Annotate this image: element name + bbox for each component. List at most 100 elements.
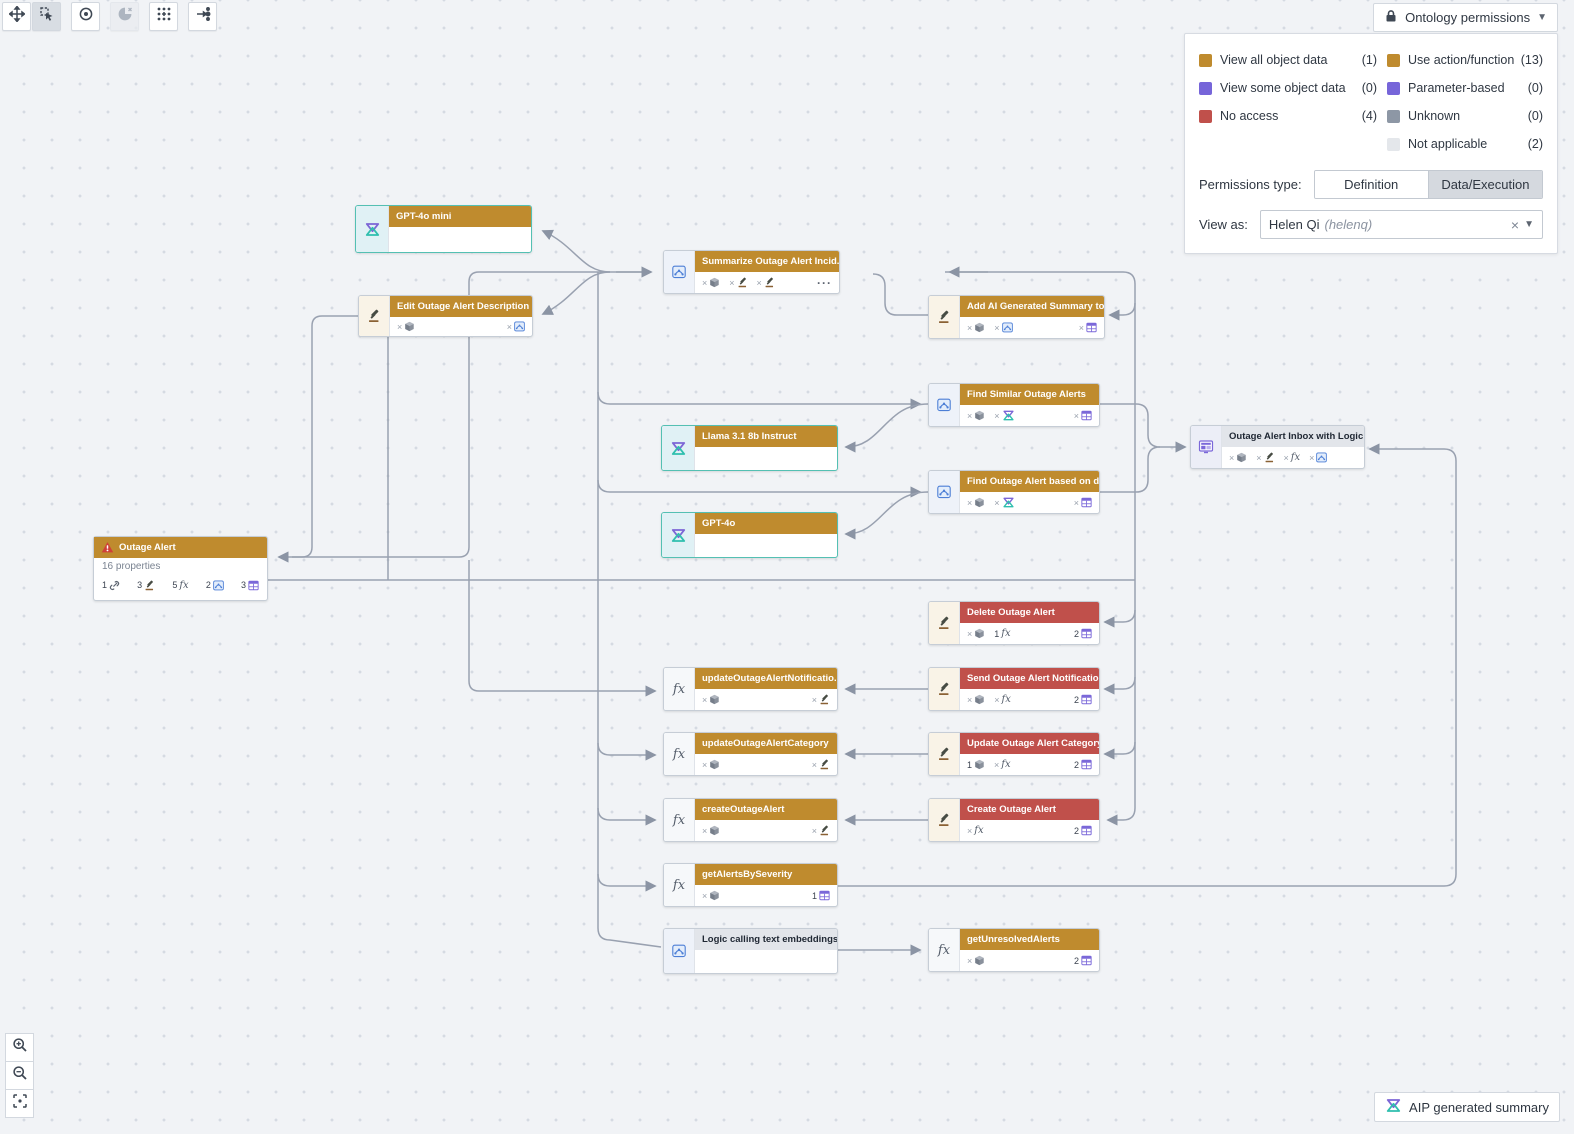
badge-cube[interactable]: × bbox=[967, 955, 985, 966]
gavel-icon bbox=[929, 296, 960, 338]
node-logicembed[interactable]: Logic calling text embeddings bbox=[663, 928, 838, 974]
badge-gavel[interactable]: × bbox=[1256, 452, 1274, 463]
pie-clear-icon bbox=[117, 6, 133, 27]
target-icon bbox=[78, 6, 94, 27]
badge-fx[interactable]: ×fx bbox=[994, 759, 1011, 770]
badge-gavel[interactable]: 3 bbox=[137, 580, 155, 591]
node-subtitle: 16 properties bbox=[102, 561, 161, 572]
badge-link[interactable]: 1 bbox=[102, 580, 120, 591]
aip-generated-summary-label: AIP generated summary bbox=[1409, 1099, 1549, 1115]
badge-cube[interactable]: × bbox=[397, 321, 415, 332]
aip-generated-summary-badge[interactable]: AIP generated summary bbox=[1374, 1092, 1560, 1122]
node-edit[interactable]: Edit Outage Alert Description ... × × bbox=[358, 295, 533, 337]
badge-logic[interactable]: 2 bbox=[206, 580, 224, 591]
view-as-select[interactable]: Helen Qi (helenq) × ▼ bbox=[1259, 210, 1543, 239]
badge-table[interactable]: × bbox=[1079, 322, 1097, 333]
zoom-in-button[interactable] bbox=[5, 1033, 34, 1062]
node-addai[interactable]: Add AI Generated Summary to...××× bbox=[928, 295, 1105, 339]
lock-icon bbox=[1384, 9, 1398, 26]
select-tool-button[interactable] bbox=[32, 2, 61, 31]
node-title: Send Outage Alert Notificatio... bbox=[960, 668, 1099, 689]
node-inbox[interactable]: Outage Alert Inbox with Logic×××fx× bbox=[1190, 425, 1365, 469]
badge-logic[interactable]: × bbox=[1309, 452, 1328, 463]
zoom-to-fit-button[interactable] bbox=[5, 1089, 34, 1118]
badge-table[interactable]: 3 bbox=[241, 580, 259, 591]
focus-tool-button[interactable] bbox=[71, 2, 100, 31]
node-sendnotif[interactable]: Send Outage Alert Notificatio... × ×fx 2 bbox=[928, 667, 1100, 711]
badge-fx[interactable]: ×fx bbox=[967, 825, 984, 836]
badge-cube[interactable]: × bbox=[967, 628, 985, 639]
permissions-legend-panel: View all object data (1) View some objec… bbox=[1184, 33, 1558, 254]
badge-aip[interactable]: × bbox=[994, 496, 1014, 509]
badge-dots[interactable]: ··· bbox=[817, 275, 832, 290]
swatch-view-some bbox=[1199, 81, 1212, 95]
badge-logic[interactable]: × bbox=[507, 321, 525, 332]
layout-tool-button[interactable] bbox=[149, 2, 178, 31]
badge-cube[interactable]: × bbox=[967, 410, 985, 421]
trace-tool-button[interactable] bbox=[188, 2, 217, 31]
badge-cube[interactable]: × bbox=[702, 694, 720, 705]
node-title: createOutageAlert bbox=[695, 799, 837, 820]
badge-table[interactable]: 2 bbox=[1074, 759, 1092, 770]
badge-cube[interactable]: × bbox=[702, 759, 720, 770]
legend-item-not-applicable: Not applicable (2) bbox=[1387, 130, 1543, 158]
badge-table[interactable]: 2 bbox=[1074, 825, 1092, 836]
badge-logic[interactable]: × bbox=[994, 322, 1013, 333]
fx-icon: fx bbox=[664, 668, 695, 710]
chevron-down-icon: ▼ bbox=[1537, 12, 1547, 23]
badge-table[interactable]: 2 bbox=[1074, 955, 1092, 966]
badge-cube[interactable]: 1 bbox=[967, 759, 985, 770]
badge-gavel[interactable]: × bbox=[812, 759, 830, 770]
node-findoutage[interactable]: Find Outage Alert based on de...××× bbox=[928, 470, 1100, 514]
tab-definition[interactable]: Definition bbox=[1314, 171, 1428, 198]
node-title: Logic calling text embeddings bbox=[695, 929, 837, 950]
badge-cube[interactable]: × bbox=[967, 497, 985, 508]
badge-aip[interactable]: × bbox=[994, 409, 1014, 422]
badge-cube[interactable]: × bbox=[702, 890, 720, 901]
badge-cube[interactable]: × bbox=[1229, 452, 1247, 463]
badge-table[interactable]: 2 bbox=[1074, 628, 1092, 639]
zoom-out-button[interactable] bbox=[5, 1061, 34, 1090]
view-as-caret-icon[interactable]: ▼ bbox=[1524, 219, 1534, 230]
badge-table[interactable]: × bbox=[1074, 497, 1092, 508]
clear-view-as-icon[interactable]: × bbox=[1510, 216, 1520, 233]
badge-gavel[interactable]: × bbox=[757, 277, 775, 288]
badge-gavel[interactable]: × bbox=[729, 277, 747, 288]
badge-table[interactable]: 2 bbox=[1074, 694, 1092, 705]
logic-icon bbox=[929, 471, 960, 513]
node-summarize[interactable]: Summarize Outage Alert Incid...×××··· bbox=[663, 250, 840, 294]
ontology-permissions-button[interactable]: Ontology permissions ▼ bbox=[1373, 3, 1558, 32]
badge-fx[interactable]: ×fx bbox=[994, 694, 1011, 705]
badge-gavel[interactable]: × bbox=[812, 694, 830, 705]
tab-data-execution[interactable]: Data/Execution bbox=[1427, 171, 1542, 198]
badge-table[interactable]: 1 bbox=[812, 890, 830, 901]
ontology-permissions-label: Ontology permissions bbox=[1405, 10, 1531, 25]
node-findsimilar[interactable]: Find Similar Outage Alerts××× bbox=[928, 383, 1100, 427]
node-badges: ×1 bbox=[695, 885, 837, 906]
badge-gavel[interactable]: × bbox=[812, 825, 830, 836]
badge-cube[interactable]: × bbox=[967, 694, 985, 705]
badge-table[interactable]: × bbox=[1074, 410, 1092, 421]
badge-cube[interactable]: × bbox=[702, 825, 720, 836]
badge-cube[interactable]: × bbox=[702, 277, 720, 288]
node-title: Edit Outage Alert Description ... bbox=[390, 296, 532, 317]
view-as-user-name: Helen Qi bbox=[1268, 217, 1320, 232]
legend-item-unknown: Unknown (0) bbox=[1387, 102, 1543, 130]
node-llama[interactable]: Llama 3.1 8b Instruct bbox=[661, 425, 838, 471]
badge-cube[interactable]: × bbox=[967, 322, 985, 333]
node-gpt4omini[interactable]: GPT-4o mini bbox=[355, 205, 532, 253]
badge-fx[interactable]: ×fx bbox=[1283, 452, 1301, 463]
pan-tool-button[interactable] bbox=[2, 2, 31, 31]
node-gpt4o[interactable]: GPT-4o bbox=[661, 512, 838, 558]
